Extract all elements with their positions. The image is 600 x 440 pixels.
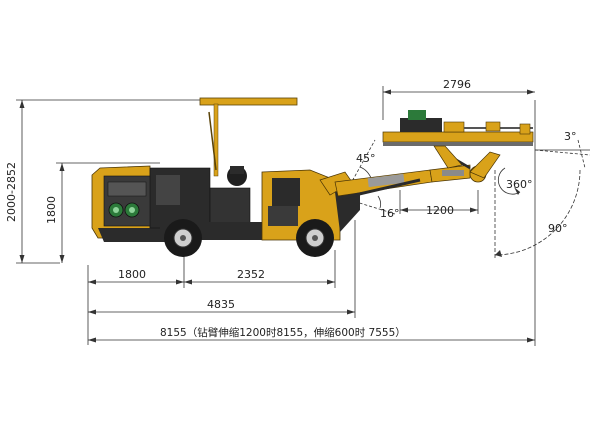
front-wheel — [296, 219, 334, 257]
boom-extension-label: 1200 — [426, 204, 454, 217]
vehicle-body — [91, 165, 360, 242]
height-range-label: 2000-2852 — [5, 162, 18, 222]
height-1800-label: 1800 — [45, 196, 58, 224]
dimension-lines — [16, 86, 536, 346]
rear-wheel — [164, 219, 202, 257]
wheelbase-front-label: 1800 — [118, 268, 146, 281]
boom-drop-angle: 16° — [380, 207, 400, 220]
feed-length-label: 2796 — [443, 78, 471, 91]
chassis-length-label: 4835 — [207, 298, 235, 311]
angle-arcs — [349, 139, 591, 258]
drill-feed — [382, 110, 534, 169]
rotation-angle: 360° — [506, 178, 533, 191]
drill-boom — [319, 146, 501, 200]
feed-tilt-angle: 3° — [564, 130, 577, 143]
dimension-arrows — [19, 89, 535, 343]
wheelbase-rear-label: 2352 — [237, 268, 265, 281]
feed-swing-angle: 90° — [548, 222, 568, 235]
angle-arrowheads — [495, 187, 520, 257]
boom-lift-angle: 45° — [356, 152, 376, 165]
overall-length-label: 8155（钻臂伸缩1200时8155，伸缩600时 7555） — [160, 326, 406, 339]
canopy — [199, 97, 298, 177]
